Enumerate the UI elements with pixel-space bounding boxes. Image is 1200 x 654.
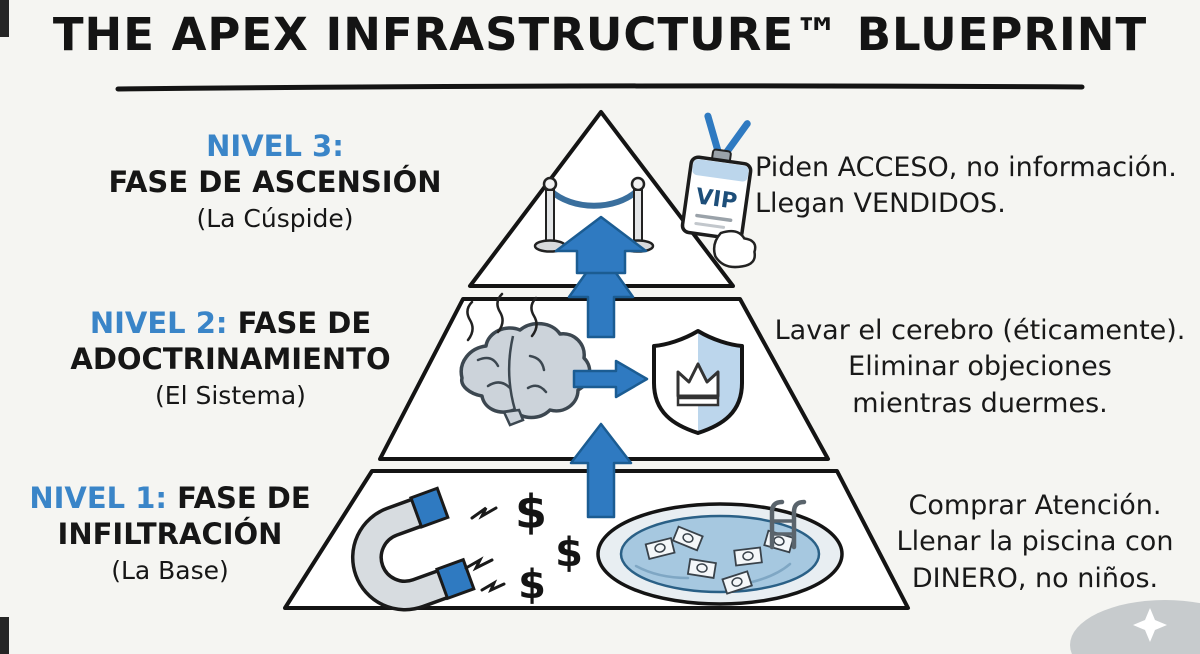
level-2-title: NIVEL 2: FASE DE ADOCTRINAMIENTO bbox=[58, 305, 403, 378]
badge-text: VIP bbox=[694, 184, 738, 215]
stanchion-pole-left bbox=[545, 189, 555, 243]
crown-icon bbox=[676, 362, 720, 398]
money-bill-icon bbox=[733, 546, 763, 567]
level-3-fase: FASE DE ASCENSIÓN bbox=[108, 165, 442, 200]
stanchion-pole-right bbox=[633, 189, 643, 243]
stress-squiggles-icon bbox=[466, 292, 538, 342]
dollar-sign-icon: $ bbox=[515, 485, 547, 539]
sparkle-logo-icon bbox=[1133, 608, 1167, 642]
level-3-subtitle: (La Cúspide) bbox=[196, 203, 354, 233]
lightning-bolt-icon bbox=[480, 579, 506, 593]
level-2-fase: FASE DE ADOCTRINAMIENTO bbox=[70, 306, 391, 377]
level-2-nivel: NIVEL 2: bbox=[89, 306, 228, 340]
badge-line-2 bbox=[694, 221, 726, 229]
level-3-nivel: NIVEL 3: bbox=[206, 129, 344, 163]
money-bill-icon bbox=[721, 570, 753, 595]
dollar-sign-icon: $ bbox=[518, 562, 546, 608]
level-1-description: Comprar Atención. Llenar la piscina con … bbox=[896, 490, 1174, 594]
frame-corner-bottom-left bbox=[0, 617, 9, 654]
up-arrow-level2-to-level3-icon bbox=[567, 250, 635, 339]
watermark-background bbox=[1070, 600, 1200, 654]
level-3-title: NIVEL 3:FASE DE ASCENSIÓN bbox=[95, 128, 455, 201]
magnet-tip-bottom bbox=[434, 557, 476, 601]
lightning-bolt-icon bbox=[464, 556, 494, 572]
carpet-arrow-icon bbox=[554, 215, 648, 275]
magnet-body bbox=[354, 500, 449, 608]
right-arrow-icon bbox=[572, 359, 649, 399]
frame-corner-top-left bbox=[0, 0, 9, 37]
level-2-label: NIVEL 2: FASE DE ADOCTRINAMIENTO (El Sis… bbox=[58, 305, 403, 411]
level-1-subtitle: (La Base) bbox=[111, 555, 229, 585]
shield-crown-icon bbox=[652, 329, 744, 435]
crown-base bbox=[676, 396, 720, 407]
shield-shade bbox=[698, 331, 742, 433]
shield-outline bbox=[652, 329, 744, 435]
level-2-description: Lavar el cerebro (éticamente). Eliminar … bbox=[774, 315, 1186, 419]
pool-ladder-icon bbox=[769, 499, 807, 550]
level-3-description: Piden ACCESO, no información. Llegan VEN… bbox=[755, 152, 1177, 220]
money-bill-icon bbox=[671, 525, 704, 552]
lightning-bolt-icon bbox=[470, 506, 498, 520]
money-bill-icon bbox=[644, 536, 676, 560]
stanchion-ball-right bbox=[630, 176, 646, 192]
brain-fissure bbox=[507, 335, 517, 411]
level-3-label: NIVEL 3:FASE DE ASCENSIÓN (La Cúspide) bbox=[95, 128, 455, 234]
level-1-label: NIVEL 1: FASE DE INFILTRACIÓN (La Base) bbox=[5, 480, 335, 586]
money-bill-icon bbox=[686, 558, 717, 579]
badge-line-1 bbox=[695, 213, 733, 223]
vip-badge-icon: VIP bbox=[680, 112, 757, 269]
level-1-nivel: NIVEL 1: bbox=[29, 481, 167, 515]
up-arrow-level1-to-level2-icon bbox=[569, 422, 633, 519]
level-1-title: NIVEL 1: FASE DE INFILTRACIÓN bbox=[5, 480, 335, 553]
hand-icon bbox=[712, 229, 757, 269]
title-underline bbox=[115, 83, 1085, 92]
stanchion-ball-left bbox=[542, 176, 558, 192]
rope bbox=[547, 187, 641, 209]
dollar-sign-icon: $ bbox=[555, 530, 583, 576]
money-pool-icon bbox=[596, 499, 844, 606]
magnet-tip-top bbox=[409, 486, 450, 529]
water-lines bbox=[634, 562, 792, 584]
brain-stem bbox=[502, 408, 525, 427]
page-title: THE APEX INFRASTRUCTURE™ BLUEPRINT bbox=[52, 8, 1148, 61]
level-1-fase: FASE DE INFILTRACIÓN bbox=[57, 481, 311, 552]
brain-folds bbox=[476, 354, 548, 394]
level-2-subtitle: (El Sistema) bbox=[155, 380, 306, 410]
magnet-icon bbox=[351, 486, 476, 612]
badge-band bbox=[692, 159, 749, 182]
